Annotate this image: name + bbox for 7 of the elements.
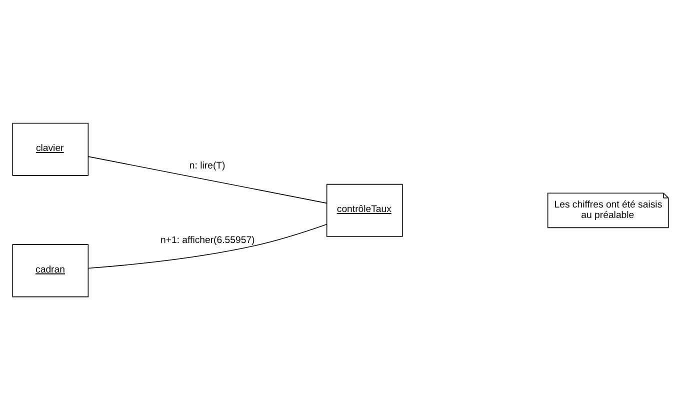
node-box: contrôleTaux [326, 183, 403, 236]
node-box: cadran [12, 244, 89, 297]
edge-label: n: lire(T) [189, 160, 226, 171]
connector [88, 156, 328, 204]
edge-label: n+1: afficher(6.55957) [160, 234, 255, 246]
connector [88, 223, 328, 268]
node-box: clavier [12, 122, 89, 176]
